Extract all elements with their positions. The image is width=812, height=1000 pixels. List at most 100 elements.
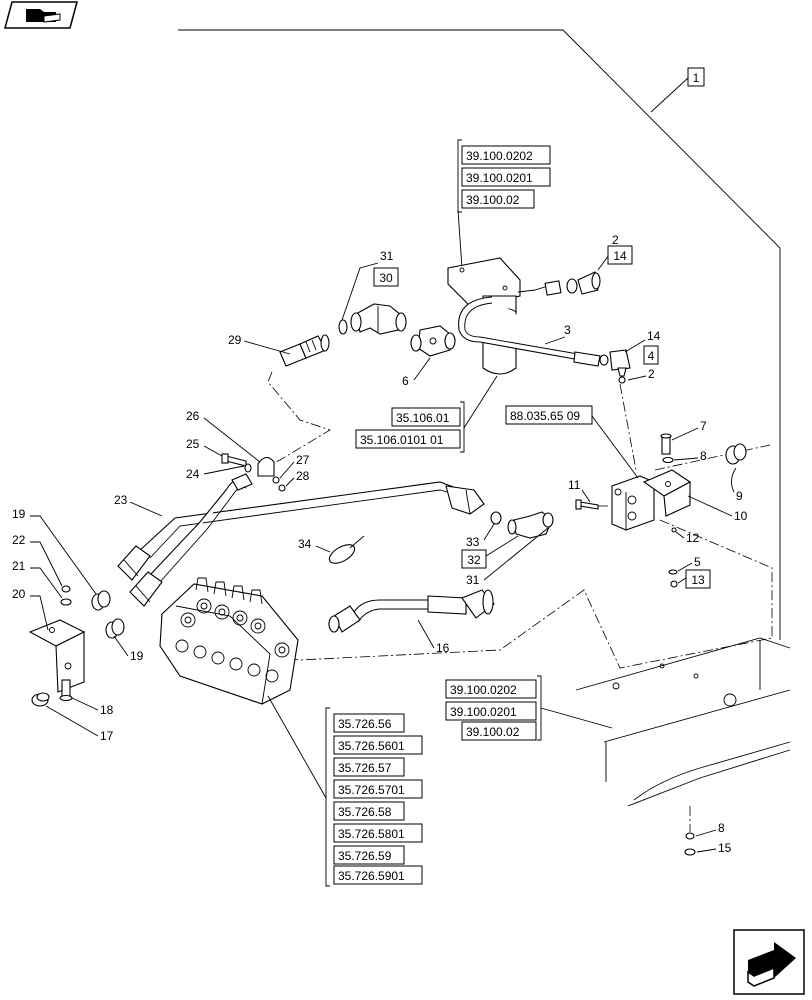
callout-box-32[interactable]: 32 <box>461 549 487 569</box>
callout-box-14-label: 14 <box>613 249 627 263</box>
centerline-filter-to-tube <box>257 371 331 471</box>
ref-valve-7-label: 35.726.5901 <box>338 869 405 883</box>
leader-29 <box>243 340 291 355</box>
nut-28 <box>278 484 286 492</box>
callout-box-4[interactable]: 4 <box>643 345 659 365</box>
callout-31-lower: 31 <box>466 573 480 587</box>
callout-10: 10 <box>734 509 748 523</box>
tube-nut-left-upper <box>117 545 151 581</box>
leader-21 <box>30 567 63 599</box>
ref-bracket[interactable]: 88.035.65 09 <box>505 405 593 425</box>
bracket-20 <box>28 619 86 693</box>
folder-book-icon[interactable] <box>4 1 78 29</box>
filter-pipe-3 <box>458 296 601 367</box>
ref-valve-7[interactable]: 35.726.5901 <box>333 865 423 885</box>
callout-box-14[interactable]: 14 <box>607 245 633 265</box>
ref-valve-0[interactable]: 35.726.56 <box>333 713 405 733</box>
cross-fitting-6 <box>410 325 456 357</box>
ref-top-2[interactable]: 39.100.02 <box>461 189 535 209</box>
callout-12: 12 <box>686 531 700 545</box>
leader-20 <box>30 595 49 631</box>
valve-group-bracket <box>325 707 330 887</box>
ref-valve-5[interactable]: 35.726.5801 <box>333 823 423 843</box>
nut-15 <box>684 848 696 856</box>
washer-27 <box>272 476 280 484</box>
o-ring-33 <box>490 511 502 525</box>
leader-27 <box>279 461 295 479</box>
leader-16 <box>417 619 435 649</box>
elbow-fitting-32 <box>507 511 554 539</box>
leader-33 <box>483 523 495 541</box>
washer-24 <box>244 463 252 473</box>
ref-top-1-label: 39.100.0201 <box>466 171 533 185</box>
leader-24 <box>203 465 245 475</box>
leader-11 <box>581 489 591 503</box>
leader-7 <box>671 427 699 441</box>
ref-valve-6[interactable]: 35.726.59 <box>333 845 405 865</box>
callout-17: 17 <box>100 729 114 743</box>
ref-filter-1[interactable]: 35.106.0101 01 <box>355 429 461 449</box>
callout-box-32-label: 32 <box>467 553 481 567</box>
callout-box-1[interactable]: 1 <box>687 67 705 87</box>
o-ring-31 <box>338 319 348 335</box>
ref-frame-0[interactable]: 39.100.0202 <box>445 679 537 699</box>
clamp-26 <box>257 456 275 477</box>
fitting-19-lower <box>105 618 125 639</box>
leader-26 <box>203 417 261 463</box>
ref-valve-4[interactable]: 35.726.58 <box>333 801 405 821</box>
centerline-lower <box>181 519 773 669</box>
leader-19-upper <box>30 515 97 595</box>
control-valve-block <box>159 577 299 705</box>
ref-top-0[interactable]: 39.100.0202 <box>461 145 551 165</box>
bolt-7 <box>660 433 672 455</box>
bolt-25 <box>221 453 247 467</box>
washer-8-top <box>662 456 674 464</box>
leader-5 <box>677 562 693 572</box>
filter-head <box>447 257 521 307</box>
callout-2-lower: 2 <box>648 367 655 381</box>
elbow-fitting-30 <box>350 303 407 335</box>
leader-8-bottom <box>695 829 717 837</box>
leader-28 <box>285 477 295 487</box>
ref-top-1[interactable]: 39.100.0201 <box>461 167 551 187</box>
ref-valve-1[interactable]: 35.726.5601 <box>333 735 423 755</box>
ref-frame-2[interactable]: 39.100.02 <box>461 721 537 741</box>
leader-valve-group <box>267 695 327 799</box>
leader-8-top <box>673 457 699 461</box>
ref-frame-1[interactable]: 39.100.0201 <box>445 701 537 721</box>
leader-top-group <box>457 209 463 269</box>
top-group-bracket <box>457 139 462 213</box>
callout-21: 21 <box>12 559 26 573</box>
leader-31-lower <box>483 527 549 581</box>
next-page-arrow-icon[interactable] <box>733 929 805 995</box>
tube-23 <box>137 473 457 583</box>
ref-filter-0[interactable]: 35.106.01 <box>391 407 461 427</box>
leader-3 <box>544 336 566 345</box>
leader-17 <box>45 705 99 737</box>
callout-24: 24 <box>186 467 200 481</box>
callout-box-4-label: 4 <box>648 349 655 363</box>
leader-15 <box>696 848 717 853</box>
ref-bracket-label: 88.035.65 09 <box>510 409 580 423</box>
ref-valve-3[interactable]: 35.726.5701 <box>333 779 423 799</box>
callout-box-30[interactable]: 30 <box>373 267 399 287</box>
elbow-fitting-4 <box>599 349 631 384</box>
leader-6 <box>413 357 431 381</box>
leader-13 <box>677 577 687 584</box>
adapter-29 <box>279 334 330 367</box>
frame-group-bracket <box>537 675 542 741</box>
callout-box-30-label: 30 <box>379 271 393 285</box>
leader-22 <box>30 541 63 587</box>
tube-16 <box>328 589 495 633</box>
ref-valve-2[interactable]: 35.726.57 <box>333 757 405 777</box>
callout-box-13[interactable]: 13 <box>685 569 711 589</box>
ref-frame-2-label: 39.100.02 <box>466 725 520 739</box>
leader-filter-group <box>463 375 498 429</box>
manifold-block <box>611 475 655 531</box>
leader-23 <box>129 501 163 517</box>
leader-9 <box>731 467 737 493</box>
ref-frame-1-label: 39.100.0201 <box>450 705 517 719</box>
filter-group-bracket <box>460 401 465 453</box>
callout-9: 9 <box>736 489 743 503</box>
callout-11: 11 <box>568 478 581 492</box>
